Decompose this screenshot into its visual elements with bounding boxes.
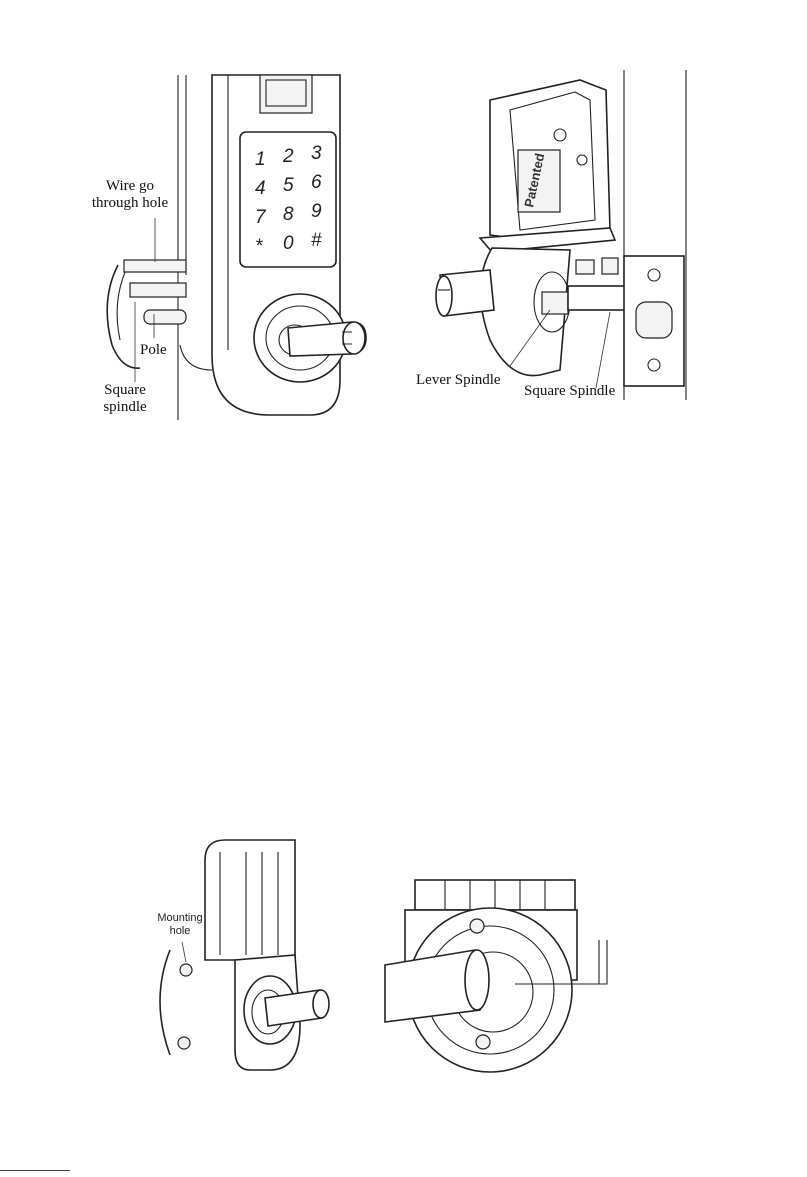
figure-mounting-side: Mounting hole <box>150 830 320 1090</box>
figure-rosette-closeup <box>385 880 625 1100</box>
mounting-side-drawing <box>150 830 320 1090</box>
key-4: 4 <box>255 178 266 199</box>
back-lock-drawing: Patented <box>410 70 700 410</box>
key-1: 1 <box>255 149 266 170</box>
label-mounting-hole: Mounting hole <box>150 912 210 938</box>
figure-front-lock-keypad: 1 2 3 4 5 6 7 8 9 * 0 # Wire go through … <box>90 70 390 430</box>
key-9: 9 <box>311 201 322 222</box>
key-7: 7 <box>255 207 267 228</box>
label-pole: Pole <box>140 342 167 359</box>
key-3: 3 <box>311 143 322 164</box>
label-wire-through-hole: Wire go through hole <box>80 178 180 212</box>
label-lever-spindle: Lever Spindle <box>416 372 501 389</box>
label-square-spindle-back: Square Spindle <box>524 383 615 400</box>
key-hash: # <box>311 230 322 251</box>
front-lock-drawing: 1 2 3 4 5 6 7 8 9 * 0 # <box>90 70 390 430</box>
rosette-closeup-drawing <box>385 880 625 1100</box>
key-star: * <box>255 236 263 257</box>
page-footer-rule <box>0 1170 70 1171</box>
key-8: 8 <box>283 204 294 225</box>
key-5: 5 <box>283 175 294 196</box>
label-square-spindle: Square spindle <box>90 382 160 416</box>
figure-back-lock-spindles: Patented Lever Spindle Square Spindle <box>410 70 700 410</box>
key-6: 6 <box>311 172 322 193</box>
key-0: 0 <box>283 233 294 254</box>
key-2: 2 <box>282 146 294 167</box>
